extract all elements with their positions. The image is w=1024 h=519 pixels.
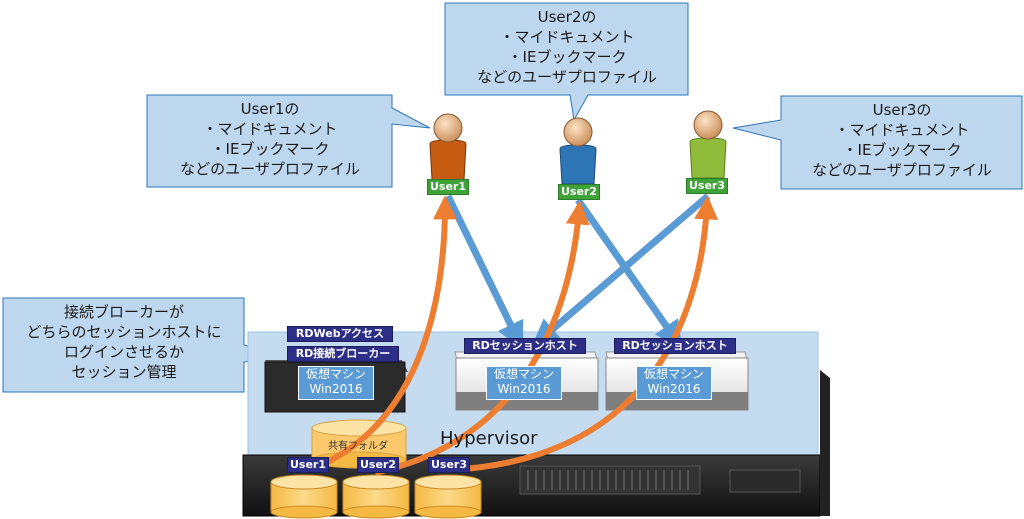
arrow-disk1-to-user1	[305, 195, 457, 473]
vm-name: 仮想マシン	[305, 367, 366, 381]
callout-user1-line: などのユーザプロファイル	[180, 160, 360, 178]
vm-os: Win2016	[309, 382, 363, 396]
callout-user1-line: ・IEブックマーク	[210, 140, 330, 158]
callout-user2-line: ・IEブックマーク	[507, 48, 627, 66]
disk-user3-label: User3	[428, 457, 470, 473]
callout-user2-line: ・マイドキュメント	[499, 28, 635, 46]
callout-user2-line: User2の	[537, 8, 597, 26]
hypervisor-label: Hypervisor	[440, 428, 538, 449]
callout-user2-line: などのユーザプロファイル	[477, 68, 657, 86]
callout-broker-text: 接続ブローカーが どちらのセッションホストに ログインさせるか セッション管理	[4, 302, 244, 382]
disk-user1	[270, 474, 338, 519]
user3-figure	[689, 110, 727, 179]
callout-user1-text: User1の ・マイドキュメント ・IEブックマーク などのユーザプロファイル	[150, 99, 390, 179]
callout-broker-line: ログインさせるか	[63, 343, 184, 361]
callout-broker-line: セッション管理	[71, 363, 177, 381]
callout-user1-line: ・マイドキュメント	[202, 120, 338, 138]
vm-box-host2: 仮想マシン Win2016	[636, 366, 712, 400]
callout-user2	[444, 2, 689, 122]
vm-name: 仮想マシン	[493, 367, 554, 381]
user1-label: User1	[427, 179, 469, 195]
callout-user3-text: User3の ・マイドキュメント ・IEブックマーク などのユーザプロファイル	[782, 100, 1022, 180]
disk-user2	[342, 474, 410, 519]
user2-figure	[559, 117, 597, 185]
user3-label: User3	[686, 178, 728, 194]
user1-figure	[429, 113, 467, 181]
vm-box-host1: 仮想マシン Win2016	[486, 366, 562, 400]
arrow-user1-to-host1	[444, 194, 524, 351]
callout-user1	[146, 94, 431, 188]
user2-label: User2	[558, 184, 600, 200]
shared-folder-label: 共有フォルダ	[328, 441, 388, 452]
callout-user3-line: User3の	[872, 101, 932, 119]
callout-user3	[732, 95, 1023, 190]
session-host-1-label: RDセッションホスト	[464, 338, 586, 354]
disk-user3	[414, 474, 482, 519]
callout-broker-line: どちらのセッションホストに	[26, 323, 222, 341]
callout-broker-line: 接続ブローカーが	[63, 303, 184, 321]
callout-user2-text: User2の ・マイドキュメント ・IEブックマーク などのユーザプロファイル	[447, 7, 687, 87]
vm-os: Win2016	[647, 382, 701, 396]
rd-broker-label: RD接続ブローカー	[287, 346, 399, 362]
vm-name: 仮想マシン	[643, 367, 704, 381]
callout-user1-line: User1の	[240, 100, 300, 118]
vm-os: Win2016	[497, 382, 551, 396]
arrow-user3-to-host1	[531, 193, 711, 348]
disk-user2-label: User2	[357, 457, 399, 473]
callout-user3-line: ・マイドキュメント	[834, 121, 970, 139]
callout-user3-line: などのユーザプロファイル	[812, 161, 992, 179]
vm-box-broker: 仮想マシン Win2016	[298, 366, 374, 400]
rdweb-access-label: RDWebアクセス	[287, 326, 393, 342]
callout-user3-line: ・IEブックマーク	[842, 141, 962, 159]
disk-user1-label: User1	[287, 457, 329, 473]
session-host-2-label: RDセッションホスト	[614, 338, 736, 354]
